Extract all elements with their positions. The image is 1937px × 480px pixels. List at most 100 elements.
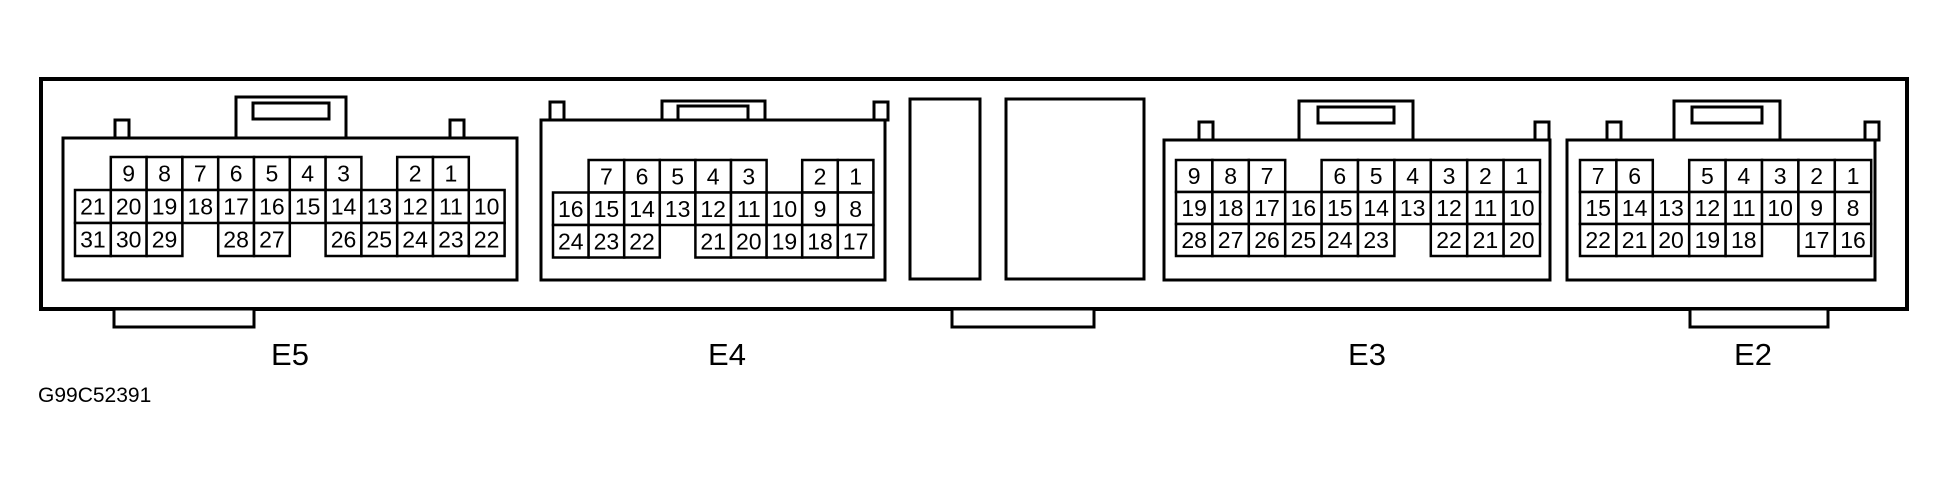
e2-pin-number: 16 bbox=[1840, 227, 1866, 253]
e3-pin-number: 23 bbox=[1363, 227, 1389, 253]
e3-pin-number: 20 bbox=[1509, 227, 1535, 253]
e5-pin-cell bbox=[467, 221, 506, 258]
e4-pin-cell bbox=[800, 191, 840, 227]
e4-pin-number: 22 bbox=[629, 228, 655, 254]
e5-pin-cell bbox=[360, 221, 399, 258]
e2-pin-cell bbox=[1724, 222, 1764, 258]
e5-pin-cell bbox=[73, 188, 113, 225]
e5-pin-cell bbox=[431, 155, 471, 192]
e4-pin-number: 5 bbox=[671, 163, 684, 189]
e2-pin-number: 13 bbox=[1658, 195, 1684, 221]
e5-pin-number: 11 bbox=[439, 194, 463, 220]
e3-pin-cell bbox=[1429, 190, 1469, 226]
figure-id: G99C52391 bbox=[38, 384, 152, 407]
e4-pin-number: 13 bbox=[665, 196, 691, 222]
e3-pin-number: 17 bbox=[1254, 195, 1280, 221]
e5-pin-number: 8 bbox=[158, 161, 171, 187]
e2-pin-cell bbox=[1833, 158, 1873, 194]
blank-block-2 bbox=[1004, 97, 1146, 281]
e3-pin-number: 19 bbox=[1181, 195, 1207, 221]
e4-stud-2 bbox=[872, 100, 890, 122]
e5-pin-number: 21 bbox=[80, 194, 106, 220]
e2-pin-number: 21 bbox=[1622, 227, 1648, 253]
e4-pin-cell bbox=[658, 191, 697, 227]
e2-pin-number: 19 bbox=[1695, 227, 1721, 253]
e2-pin-number: 10 bbox=[1767, 195, 1793, 221]
e5-pin-number: 17 bbox=[223, 194, 249, 220]
e5-pin-cell bbox=[324, 155, 363, 192]
e4-pin-number: 11 bbox=[737, 196, 761, 222]
e3-pin-number: 26 bbox=[1254, 227, 1280, 253]
e2-pin-number: 18 bbox=[1731, 227, 1757, 253]
e3-pin-number: 7 bbox=[1261, 163, 1274, 189]
e4-pin-cell bbox=[765, 223, 804, 259]
e5-latch-slot bbox=[251, 101, 331, 121]
e4-pin-number: 23 bbox=[594, 228, 620, 254]
e2-pin-number: 22 bbox=[1585, 227, 1611, 253]
e4-pin-cell bbox=[836, 223, 875, 259]
e5-stud-1 bbox=[113, 118, 131, 140]
e4-pin-cell bbox=[587, 191, 626, 227]
e5-pin-number: 1 bbox=[445, 161, 458, 187]
e2-pin-cell bbox=[1833, 222, 1873, 258]
connector-label-e3: E3 bbox=[1348, 337, 1386, 372]
e5-pin-cell bbox=[431, 221, 471, 258]
e5-pin-number: 14 bbox=[331, 194, 357, 220]
e3-pin-number: 2 bbox=[1479, 163, 1492, 189]
e4-pin-number: 15 bbox=[594, 196, 620, 222]
e4-pin-number: 17 bbox=[843, 228, 869, 254]
e5-pin-cell bbox=[324, 221, 363, 258]
e2-pin-number: 4 bbox=[1737, 163, 1750, 189]
connector-label-e5: E5 bbox=[271, 337, 309, 372]
e5-pin-number: 30 bbox=[116, 227, 142, 253]
connector-label-e2: E2 bbox=[1734, 337, 1772, 372]
e2-pin-number: 3 bbox=[1774, 163, 1787, 189]
e5-pin-number: 10 bbox=[474, 194, 500, 220]
e4-pin-number: 21 bbox=[700, 228, 726, 254]
e2-pin-number: 6 bbox=[1628, 163, 1641, 189]
e4-pin-number: 18 bbox=[807, 228, 833, 254]
e4-pin-cell bbox=[836, 191, 875, 227]
blank-block-1 bbox=[908, 97, 982, 281]
e4-pin-cell bbox=[694, 158, 733, 194]
e2-pin-number: 11 bbox=[1732, 195, 1756, 221]
e5-pin-number: 29 bbox=[152, 227, 178, 253]
e4-pin-number: 20 bbox=[736, 228, 762, 254]
e5-pin-cell bbox=[109, 221, 148, 258]
e4-pin-number: 9 bbox=[814, 196, 827, 222]
e2-stud-1 bbox=[1605, 120, 1623, 142]
e3-pin-number: 10 bbox=[1509, 195, 1535, 221]
e2-pin-number: 12 bbox=[1695, 195, 1721, 221]
e3-pin-cell bbox=[1429, 158, 1469, 194]
e5-pin-number: 20 bbox=[116, 194, 142, 220]
e5-pin-number: 15 bbox=[295, 194, 321, 220]
e5-pin-number: 19 bbox=[152, 194, 178, 220]
e3-pin-number: 12 bbox=[1436, 195, 1462, 221]
e2-pin-number: 20 bbox=[1658, 227, 1684, 253]
e2-pin-number: 5 bbox=[1701, 163, 1714, 189]
e3-pin-cell bbox=[1356, 158, 1396, 194]
e2-pin-cell bbox=[1833, 190, 1873, 226]
e5-pin-number: 6 bbox=[230, 161, 243, 187]
e2-pin-cell bbox=[1578, 158, 1618, 194]
e5-pin-number: 31 bbox=[80, 227, 106, 253]
e3-pin-number: 4 bbox=[1406, 163, 1419, 189]
e3-pin-number: 5 bbox=[1370, 163, 1383, 189]
e4-pin-number: 10 bbox=[772, 196, 798, 222]
e5-pin-number: 23 bbox=[438, 227, 464, 253]
e5-pin-number: 7 bbox=[194, 161, 207, 187]
e2-pin-number: 15 bbox=[1585, 195, 1611, 221]
e3-pin-number: 1 bbox=[1515, 163, 1528, 189]
e5-pin-cell bbox=[360, 188, 399, 225]
connector-label-e4: E4 bbox=[708, 337, 746, 372]
e2-pin-number: 7 bbox=[1592, 163, 1605, 189]
e5-pin-cell bbox=[252, 188, 292, 225]
e2-pin-number: 17 bbox=[1804, 227, 1830, 253]
e3-pin-cell bbox=[1502, 158, 1542, 194]
e4-pin-number: 2 bbox=[814, 163, 827, 189]
e5-pin-cell bbox=[252, 221, 292, 258]
